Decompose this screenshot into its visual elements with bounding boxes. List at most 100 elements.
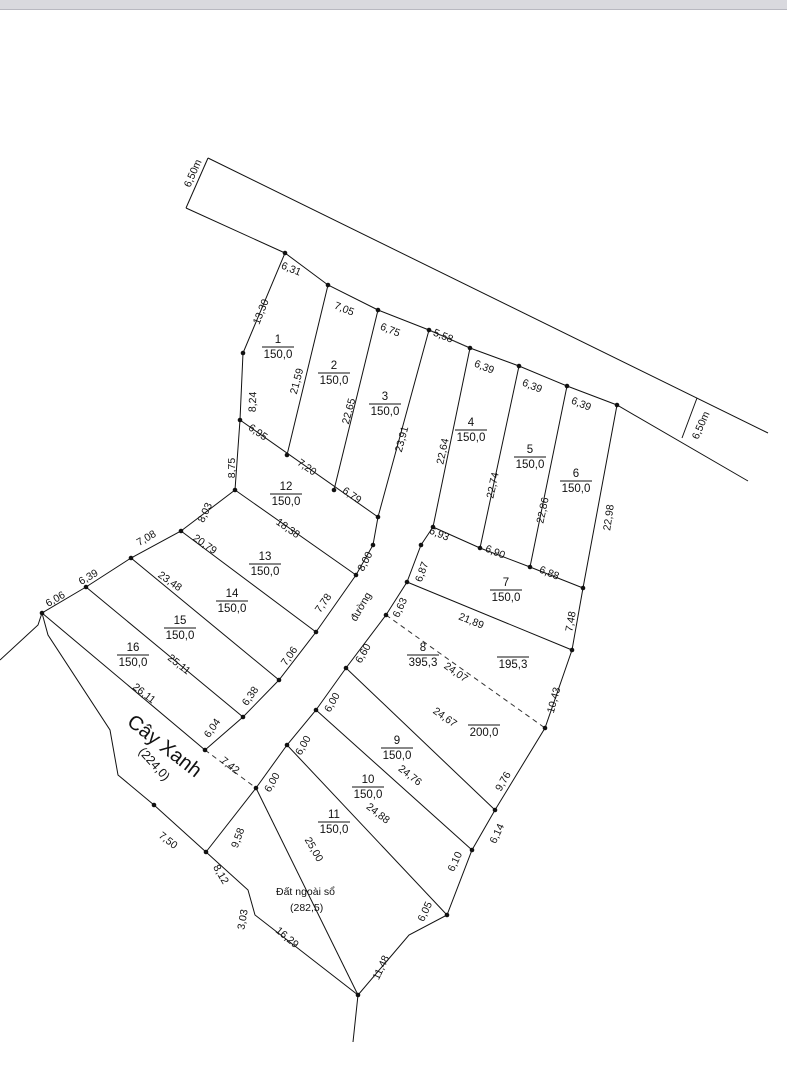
- boundary-vertex: [580, 585, 586, 591]
- dimension-label: 22,74: [484, 471, 501, 499]
- dimension-label: 7,42: [218, 755, 242, 777]
- dimension-label: 24,67: [431, 705, 460, 730]
- svg-text:7: 7: [503, 577, 509, 589]
- dimension-label: 8,24: [247, 391, 260, 412]
- boundary-vertex: [253, 785, 259, 791]
- dimension-label: 25,00: [302, 835, 326, 864]
- svg-text:150,0: 150,0: [320, 375, 349, 387]
- dimension-label: 6,00: [293, 734, 314, 758]
- dimension-label: 6,06: [44, 589, 68, 610]
- dimension-label: 6,39: [520, 377, 544, 396]
- boundary-vertex: [313, 629, 319, 635]
- dimension-label: 25,11: [165, 652, 193, 677]
- boundary-vertex: [83, 584, 89, 590]
- boundary-vertex: [325, 282, 331, 288]
- dimension-label: 3,03: [235, 908, 250, 930]
- svg-text:11: 11: [328, 809, 340, 821]
- svg-text:150,0: 150,0: [562, 483, 591, 495]
- boundary-vertex: [569, 647, 575, 653]
- boundary-vertex: [151, 802, 157, 808]
- dimension-label: 11,48: [370, 953, 392, 981]
- window-top-bar: [0, 0, 787, 10]
- dimension-label: 21,59: [288, 367, 306, 396]
- svg-text:150,0: 150,0: [119, 657, 148, 669]
- boundary-vertex: [375, 514, 381, 520]
- dimension-label: 6,63: [391, 596, 411, 620]
- boundary-vertex: [178, 528, 184, 534]
- svg-text:195,3: 195,3: [499, 659, 528, 671]
- svg-text:150,0: 150,0: [166, 630, 195, 642]
- dimension-label: 24,88: [364, 801, 392, 827]
- dimension-label: 6,75: [378, 321, 402, 340]
- lot-7: 7 150,0: [490, 577, 522, 604]
- boundary-vertex: [284, 742, 290, 748]
- boundary-vertex: [240, 714, 246, 720]
- parcel-boundaries: [0, 252, 618, 1043]
- boundary-vertex: [313, 707, 319, 713]
- svg-text:3: 3: [382, 391, 388, 403]
- dimension-label: 6,05: [416, 900, 436, 924]
- dimension-label: 24,76: [396, 763, 424, 789]
- dimension-label: 20,79: [191, 532, 220, 557]
- svg-text:395,3: 395,3: [409, 657, 438, 669]
- svg-text:150,0: 150,0: [251, 566, 280, 578]
- boundary-vertex: [202, 747, 208, 753]
- svg-text:150,0: 150,0: [492, 592, 521, 604]
- boundary-vertex: [355, 992, 361, 998]
- svg-text:150,0: 150,0: [383, 750, 412, 762]
- boundary-vertex: [237, 417, 243, 423]
- svg-text:12: 12: [280, 481, 293, 493]
- boundary-vertex: [492, 807, 498, 813]
- dimension-label: 6,39: [472, 358, 496, 377]
- dimension-label: 6,88: [537, 564, 561, 583]
- road-width-label: 6,50m: [690, 409, 713, 441]
- svg-text:150,0: 150,0: [320, 824, 349, 836]
- boundary-vertex: [128, 555, 134, 561]
- dimension-label: 7,50: [156, 830, 180, 852]
- lot-11: 11 150,0: [318, 809, 350, 836]
- dimension-label: 8,03: [196, 501, 216, 525]
- dimension-label: 18,38: [274, 516, 303, 541]
- dimension-label: 7,78: [313, 591, 335, 615]
- boundary-vertex: [240, 350, 246, 356]
- svg-text:150,0: 150,0: [264, 349, 293, 361]
- dimension-label: 22,64: [434, 437, 451, 465]
- boundary-vertex: [430, 524, 436, 530]
- svg-text:150,0: 150,0: [457, 432, 486, 444]
- svg-text:200,0: 200,0: [470, 727, 499, 739]
- boundary-vertex: [564, 383, 570, 389]
- boundary-vertex: [516, 363, 522, 369]
- boundary-vertex: [284, 452, 290, 458]
- boundary-vertex: [343, 665, 349, 671]
- dimension-label: 7,05: [332, 300, 356, 319]
- svg-text:6: 6: [573, 468, 579, 480]
- dimension-label: 6,39: [569, 395, 593, 414]
- dimension-label: 7,20: [295, 457, 319, 479]
- dimension-label: 21,89: [457, 611, 486, 632]
- dimension-label: 8,75: [226, 458, 238, 479]
- boundary-vertex: [39, 610, 45, 616]
- sub-area-195: 195,3: [497, 656, 529, 671]
- boundary-vertex: [331, 487, 337, 493]
- svg-text:150,0: 150,0: [354, 789, 383, 801]
- lot-6: 6 150,0: [560, 468, 592, 495]
- boundary-vertex: [370, 542, 376, 548]
- boundary-vertex: [469, 847, 475, 853]
- road-label: đường: [348, 590, 374, 623]
- svg-text:5: 5: [527, 444, 533, 456]
- dimension-label: 10,43: [545, 686, 563, 715]
- dimension-label: 22,65: [340, 397, 358, 426]
- boundary-vertex: [353, 572, 359, 578]
- dimension-label: 9,58: [229, 826, 247, 849]
- dimension-label: 8,12: [210, 863, 231, 887]
